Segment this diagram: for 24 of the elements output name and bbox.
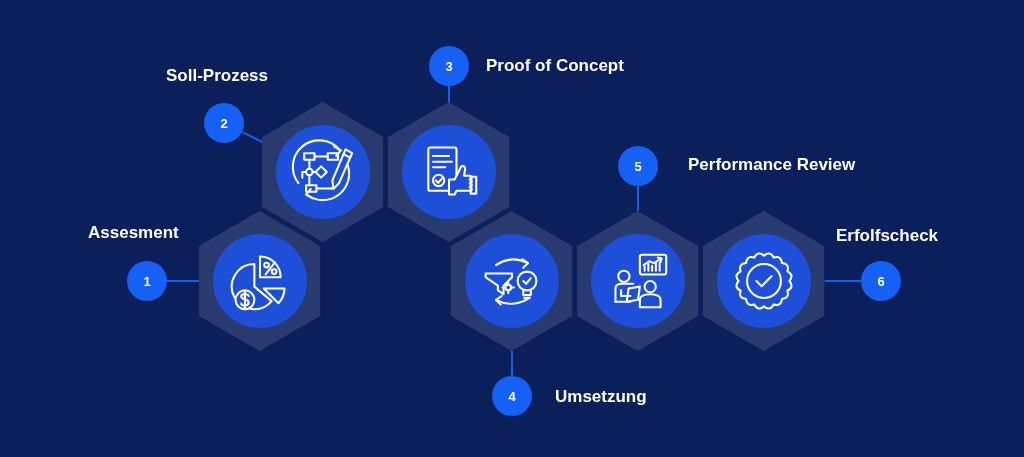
hexagon-tile — [703, 211, 825, 351]
hexagon-tile — [577, 211, 699, 351]
step-title: Assesment — [88, 222, 179, 244]
hexagon-tile — [262, 102, 384, 242]
step-number: 5 — [618, 146, 658, 186]
connector-line — [637, 185, 639, 212]
connector-line — [823, 280, 862, 282]
step-number: 3 — [429, 46, 469, 86]
step-number: 1 — [127, 261, 167, 301]
step-title: Soll-Prozess — [166, 65, 269, 87]
hexagon-tile — [388, 102, 510, 242]
connector-line — [511, 350, 513, 377]
step-number: 4 — [492, 376, 532, 416]
step-title: Erfolfscheck — [836, 225, 939, 247]
hexagon-tile — [199, 211, 321, 351]
connector-line — [448, 85, 450, 103]
step-title: Proof of Concept — [486, 55, 624, 77]
step-title: Umsetzung — [555, 386, 647, 408]
hexagon-tile — [451, 211, 573, 351]
step-title: Performance Review — [688, 154, 856, 176]
step-number: 6 — [861, 261, 901, 301]
connector-line — [240, 130, 264, 143]
connector-line — [166, 280, 201, 282]
step-number: 2 — [204, 103, 244, 143]
